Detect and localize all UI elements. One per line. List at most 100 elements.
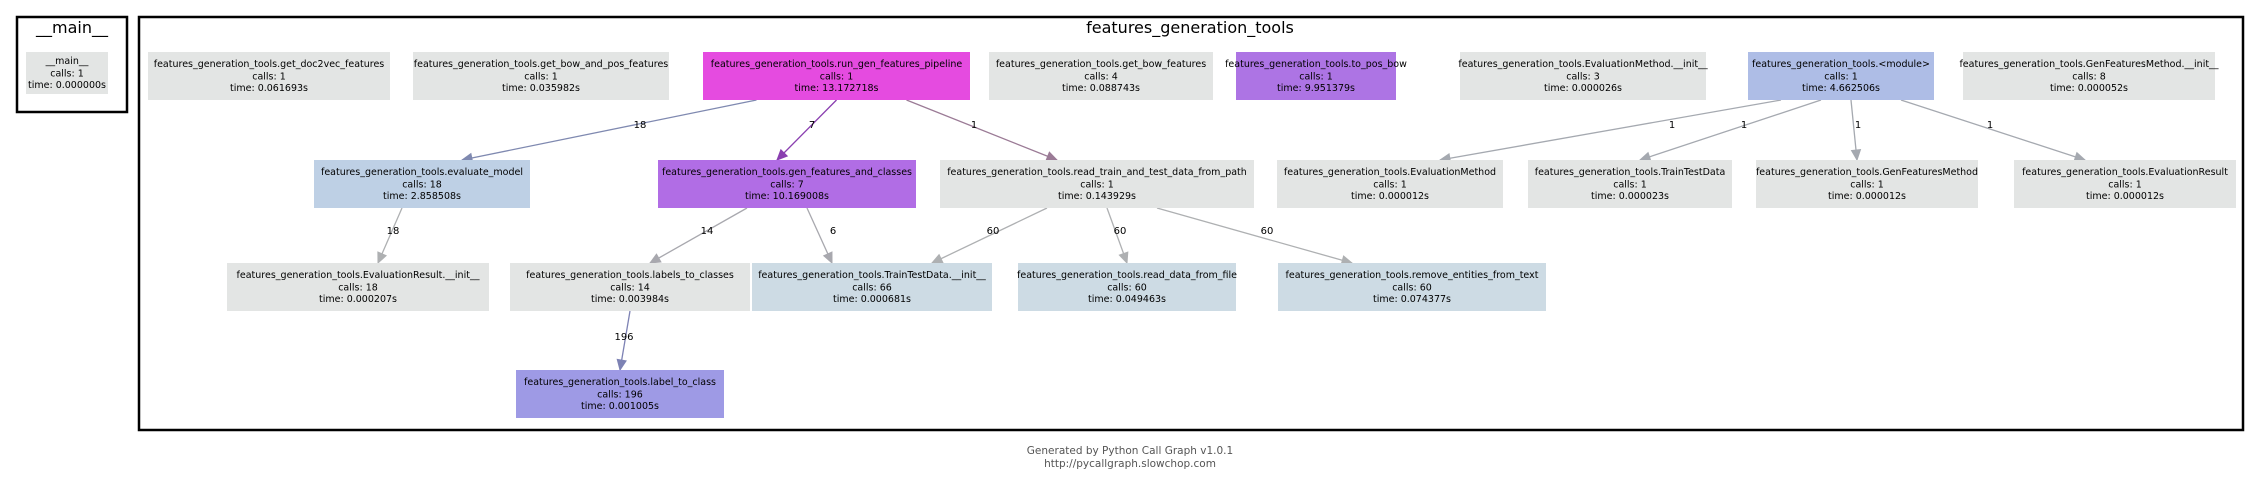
node-box [1528, 160, 1732, 208]
cluster-fgt-title: features_generation_tools [1086, 18, 1294, 38]
node-name-label: features_generation_tools.<module> [1752, 59, 1930, 70]
node-name-label: features_generation_tools.TrainTestData [1535, 167, 1726, 178]
node-name-label: features_generation_tools.TrainTestData.… [758, 270, 986, 281]
node-box [1756, 160, 1978, 208]
node-evalresult: features_generation_tools.EvaluationResu… [2014, 160, 2236, 208]
node-box [1018, 263, 1236, 311]
node-box [314, 160, 530, 208]
node-evalresultinit: features_generation_tools.EvaluationResu… [227, 263, 489, 311]
node-time-label: time: 9.951379s [1277, 83, 1355, 94]
node-time-label: time: 0.000012s [2086, 191, 2164, 202]
node-box [1277, 160, 1503, 208]
edge-count-label: 18 [387, 226, 400, 237]
node-doc2vec: features_generation_tools.get_doc2vec_fe… [148, 52, 390, 100]
edge-arrowhead [648, 253, 662, 264]
node-name-label: features_generation_tools.get_bow_and_po… [414, 59, 669, 70]
node-name-label: features_generation_tools.EvaluationMeth… [1458, 59, 1707, 70]
edge-line [649, 207, 748, 264]
node-time-label: time: 0.049463s [1088, 294, 1166, 305]
node-calls-label: calls: 60 [1392, 283, 1432, 294]
node-time-label: time: 0.035982s [502, 83, 580, 94]
node-time-label: time: 0.000026s [1544, 83, 1622, 94]
edge-arrowhead [377, 251, 388, 265]
edge-count-label: 7 [809, 120, 815, 131]
edge-count-label: 1 [971, 120, 977, 131]
edge-count-label: 1 [1669, 120, 1675, 131]
node-name-label: features_generation_tools.get_doc2vec_fe… [154, 59, 385, 70]
node-module: features_generation_tools.<module> calls:… [1748, 52, 1934, 100]
node-time-label: time: 0.000207s [319, 294, 397, 305]
node-calls-label: calls: 1 [2108, 180, 2142, 191]
node-name-label: __main__ [45, 56, 89, 67]
node-calls-label: calls: 7 [770, 180, 804, 191]
node-box [2014, 160, 2236, 208]
edge-pipeline-to-genfeat: 7 [776, 99, 837, 161]
edge-line [461, 99, 757, 161]
node-box [1460, 52, 1706, 100]
node-name-label: features_generation_tools.GenFeaturesMet… [1756, 167, 1978, 178]
edge-genfeat-to-traintestinit: 6 [806, 207, 836, 265]
node-calls-label: calls: 1 [820, 72, 854, 83]
node-time-label: time: 0.001005s [581, 401, 659, 412]
edge-line [1439, 99, 1782, 161]
node-time-label: time: 0.000000s [28, 80, 106, 91]
edge-arrowhead [1118, 251, 1129, 265]
node-calls-label: calls: 4 [1084, 72, 1118, 83]
node-box [510, 263, 750, 311]
node-name-label: features_generation_tools.run_gen_featur… [711, 59, 963, 70]
node-time-label: time: 0.000052s [2050, 83, 2128, 94]
edge-arrowhead [930, 253, 944, 264]
node-box [940, 160, 1254, 208]
node-name-label: features_generation_tools.read_data_from… [1017, 270, 1237, 281]
edge-count-label: 60 [1261, 226, 1274, 237]
node-labels: features_generation_tools.labels_to_clas… [510, 263, 750, 311]
edge-line [776, 99, 837, 161]
node-traintestinit: features_generation_tools.TrainTestData.… [752, 263, 992, 311]
node-calls-label: calls: 1 [50, 69, 84, 80]
node-pipeline: features_generation_tools.run_gen_featur… [703, 52, 970, 100]
edge-count-label: 1 [1855, 120, 1861, 131]
edge-evalmodel-to-evalresultinit: 18 [377, 207, 403, 265]
node-calls-label: calls: 14 [610, 283, 650, 294]
edge-count-label: 60 [1114, 226, 1127, 237]
node-calls-label: calls: 1 [524, 72, 558, 83]
edge-line [1900, 99, 2086, 161]
edge-labels-to-labelclass: 196 [614, 310, 634, 372]
node-box [227, 263, 489, 311]
node-readdata: features_generation_tools.read_data_from… [1017, 263, 1237, 311]
call-graph: __main__ features_generation_tools 18 7 1 1… [15, 15, 2245, 432]
node-calls-label: calls: 1 [1299, 72, 1333, 83]
edge-count-label: 6 [830, 226, 836, 237]
node-name-label: features_generation_tools.GenFeaturesMet… [1959, 59, 2218, 70]
node-calls-label: calls: 1 [1080, 180, 1114, 191]
node-calls-label: calls: 1 [1824, 72, 1858, 83]
node-calls-label: calls: 66 [852, 283, 892, 294]
node-time-label: time: 0.000681s [833, 294, 911, 305]
node-name-label: features_generation_tools.to_pos_bow [1225, 59, 1407, 70]
node-remove: features_generation_tools.remove_entitie… [1278, 263, 1546, 311]
node-time-label: time: 0.061693s [230, 83, 308, 94]
node-time-label: time: 4.662506s [1802, 83, 1880, 94]
node-box [1748, 52, 1934, 100]
node-time-label: time: 10.169008s [745, 191, 829, 202]
edge-line [906, 99, 1058, 161]
edge-count-label: 60 [987, 226, 1000, 237]
node-box [752, 263, 992, 311]
node-box [26, 52, 108, 94]
node-name-label: features_generation_tools.read_train_and… [947, 167, 1247, 178]
node-name-label: features_generation_tools.EvaluationResu… [2022, 167, 2228, 178]
edge-count-label: 1 [1987, 120, 1993, 131]
edge-arrowhead [822, 251, 833, 265]
edge-genfeat-to-labels: 14 [648, 207, 748, 264]
node-bow: features_generation_tools.get_bow_featur… [989, 52, 1213, 100]
node-genfeatmethod: features_generation_tools.GenFeaturesMet… [1756, 160, 1978, 208]
node-name-label: features_generation_tools.remove_entitie… [1286, 270, 1539, 281]
node-evalmethod: features_generation_tools.EvaluationMeth… [1277, 160, 1503, 208]
node-calls-label: calls: 60 [1107, 283, 1147, 294]
node-name-label: features_generation_tools.EvaluationMeth… [1284, 167, 1496, 178]
node-box [148, 52, 390, 100]
node-time-label: time: 0.143929s [1058, 191, 1136, 202]
edge-count-label: 14 [701, 226, 714, 237]
node-genfeat: features_generation_tools.gen_features_a… [658, 160, 916, 208]
